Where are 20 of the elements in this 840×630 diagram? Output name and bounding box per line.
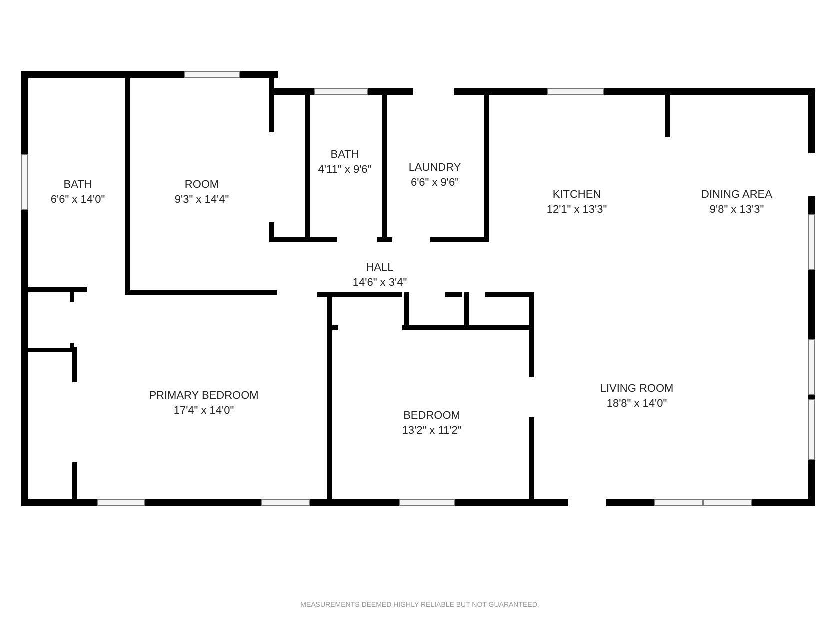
room-name: ROOM — [184, 178, 220, 193]
room-name: LIVING ROOM — [600, 382, 674, 397]
room-dimensions: 13'2" x 11'2" — [402, 424, 462, 439]
room-dimensions: 17'4" x 14'0" — [172, 404, 236, 419]
room-dimensions: 18'8" x 14'0" — [606, 397, 668, 412]
room-name: HALL — [365, 261, 395, 276]
room-name: KITCHEN — [552, 188, 602, 203]
room-name: BATH — [330, 148, 360, 163]
room-dimensions: 14'6" x 3'4" — [352, 276, 408, 291]
room-dimensions: 12'1" x 13'3" — [546, 203, 608, 218]
room-name: PRIMARY BEDROOM — [149, 389, 259, 404]
room-name: DINING AREA — [702, 188, 772, 203]
room-dimensions: 6'6" x 9'6" — [410, 176, 460, 191]
room-dimensions: 6'6" x 14'0" — [50, 193, 106, 208]
room-name: BEDROOM — [402, 409, 462, 424]
room-dimensions: 9'8" x 13'3" — [708, 203, 766, 218]
room-name: BATH — [62, 178, 94, 193]
room-name: LAUNDRY — [408, 161, 462, 176]
room-dimensions: 4'11" x 9'6" — [318, 163, 372, 178]
room-dimensions: 9'3" x 14'4" — [174, 193, 230, 208]
